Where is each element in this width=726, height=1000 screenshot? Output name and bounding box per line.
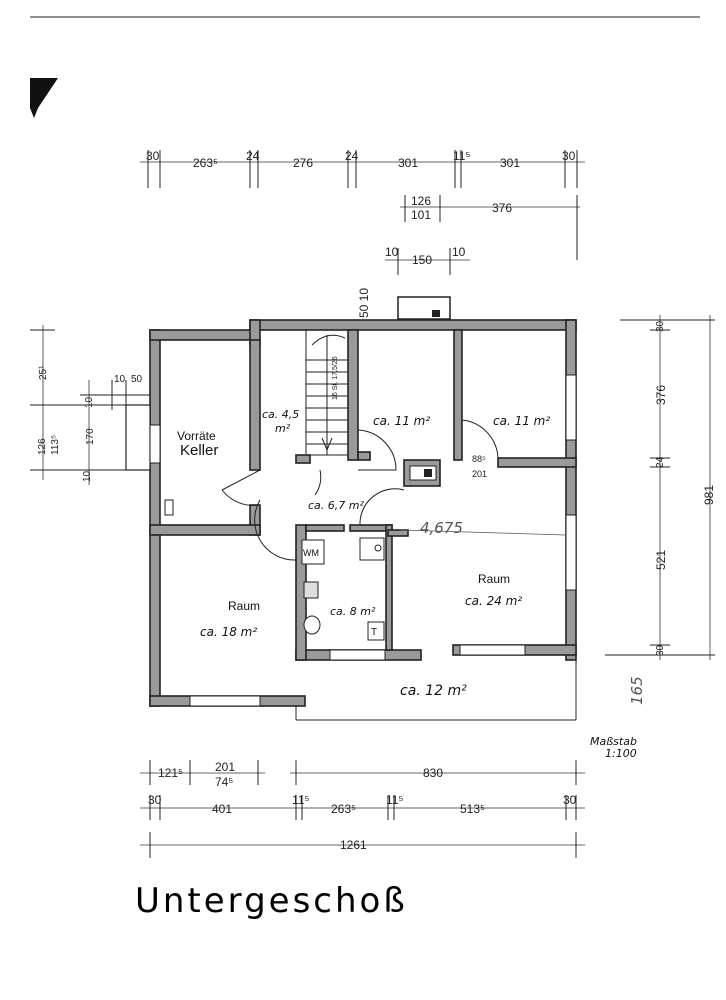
dim-bottom2-2: 401 [212, 802, 232, 816]
dim-top2-1: 126 [411, 194, 431, 208]
label-raum-left-area: ca. 18 m² [200, 625, 257, 639]
windows [125, 374, 577, 707]
label-terrace: ca. 12 m² [400, 683, 467, 699]
dim-top3-1: 10 [385, 245, 399, 259]
label-vorraete: Vorräte [177, 429, 216, 443]
label-t: T [371, 627, 377, 638]
dim-left-2: 10 [114, 374, 126, 385]
dim-bottom1-3: 74⁵ [215, 775, 233, 789]
dim-top-1: 30 [146, 149, 160, 163]
dim-left-8: 10 [82, 470, 93, 482]
dim-door-2: 201 [472, 469, 487, 479]
corner-mark [30, 78, 58, 118]
dim-left-6: 113⁵ [50, 435, 61, 455]
bathroom-fixtures [301, 537, 385, 641]
dim-bottom3: 1261 [340, 838, 367, 852]
bottom-dimension-chain-1: 121⁵ 201 74⁵ 830 [140, 760, 585, 789]
label-pencil-side: 165 [628, 676, 646, 705]
bottom-dimension-chain-3: 1261 [140, 832, 585, 858]
dim-top-8: 301 [500, 156, 520, 170]
label-raum-right-area: ca. 24 m² [465, 594, 522, 608]
dim-top2-3: 376 [492, 201, 512, 215]
dim-left-5: 126 [37, 438, 48, 455]
scale-label: Maßstab [590, 735, 637, 748]
dim-top-4: 276 [293, 156, 313, 170]
label-raum-right: Raum [478, 572, 510, 586]
dim-top-5: 24 [345, 149, 359, 163]
dim-right-5: 30 [655, 644, 666, 656]
dim-left-7: 170 [85, 428, 96, 445]
dim-bottom2-3: 11⁵ [292, 793, 309, 807]
label-stair-area: ca. 4,5 [262, 408, 299, 421]
dim-bottom2-5: 11⁵ [386, 793, 403, 807]
dim-top3-2: 150 [412, 253, 432, 267]
dim-top2-2: 101 [411, 208, 431, 222]
dim-bottom2-7: 30 [563, 793, 577, 807]
dim-bottom2-4: 263⁵ [331, 802, 356, 816]
right-dimension-chain: 30 376 24 521 30 981 [605, 315, 716, 660]
dim-bottom2-1: 30 [148, 793, 162, 807]
vent-box [397, 296, 451, 320]
dim-left-4: 10 [84, 396, 95, 408]
top-dimension-chain-2: 126 101 376 [400, 194, 580, 260]
dim-door-1: 88⁵ [472, 454, 486, 464]
top-dimension-chain-3: 10 150 10 [385, 245, 470, 275]
dim-top-7: 11⁵ [453, 149, 470, 163]
dim-top-2: 263⁵ [193, 156, 218, 170]
label-pencil: 4,675 [420, 519, 463, 537]
stair-steps-label: 16 St. 17,5/26 [332, 356, 339, 400]
label-raum-left: Raum [228, 599, 260, 613]
doors [221, 419, 499, 561]
label-wm: WM [303, 548, 319, 558]
label-hall: ca. 6,7 m² [308, 499, 364, 512]
label-room-b: ca. 11 m² [493, 414, 550, 428]
dim-right-4: 521 [654, 550, 668, 570]
dim-right-6: 981 [702, 485, 716, 505]
utility-box [409, 465, 437, 481]
staircase [305, 329, 349, 456]
label-bath: ca. 8 m² [330, 605, 376, 618]
label-room-a: ca. 11 m² [373, 414, 430, 428]
dim-right-3: 24 [655, 456, 666, 468]
left-dimension-chain: 25¹ 10 50 10 126 113⁵ 170 10 [30, 325, 150, 485]
dim-top3-3: 10 [452, 245, 466, 259]
label-stair-unit: m² [275, 422, 291, 435]
dim-right-2: 376 [654, 385, 668, 405]
page-title: Untergeschoß [135, 881, 408, 921]
top-dimension-chain: 30 263⁵ 24 276 24 301 11⁵ 301 30 [140, 149, 585, 188]
dim-left-3: 50 [131, 374, 143, 385]
dim-right-1: 30 [655, 320, 666, 332]
dim-bottom1-2: 201 [215, 760, 235, 774]
label-keller: Keller [180, 442, 218, 459]
dim-top-6: 301 [398, 156, 418, 170]
dim-bottom1-4: 830 [423, 766, 443, 780]
dim-bottom2-6: 513⁵ [460, 802, 485, 816]
dim-vent: 50 10 [357, 288, 371, 318]
bottom-dimension-chain-2: 30 401 11⁵ 263⁵ 11⁵ 513⁵ 30 [140, 793, 585, 820]
dim-top-3: 24 [246, 149, 260, 163]
dim-top-9: 30 [562, 149, 576, 163]
dim-bottom1-1: 121⁵ [158, 766, 183, 780]
pencil-line [399, 529, 567, 536]
scale-value: 1:100 [605, 747, 637, 760]
terrace-outline [295, 655, 577, 721]
dim-left-1: 25¹ [38, 365, 49, 380]
